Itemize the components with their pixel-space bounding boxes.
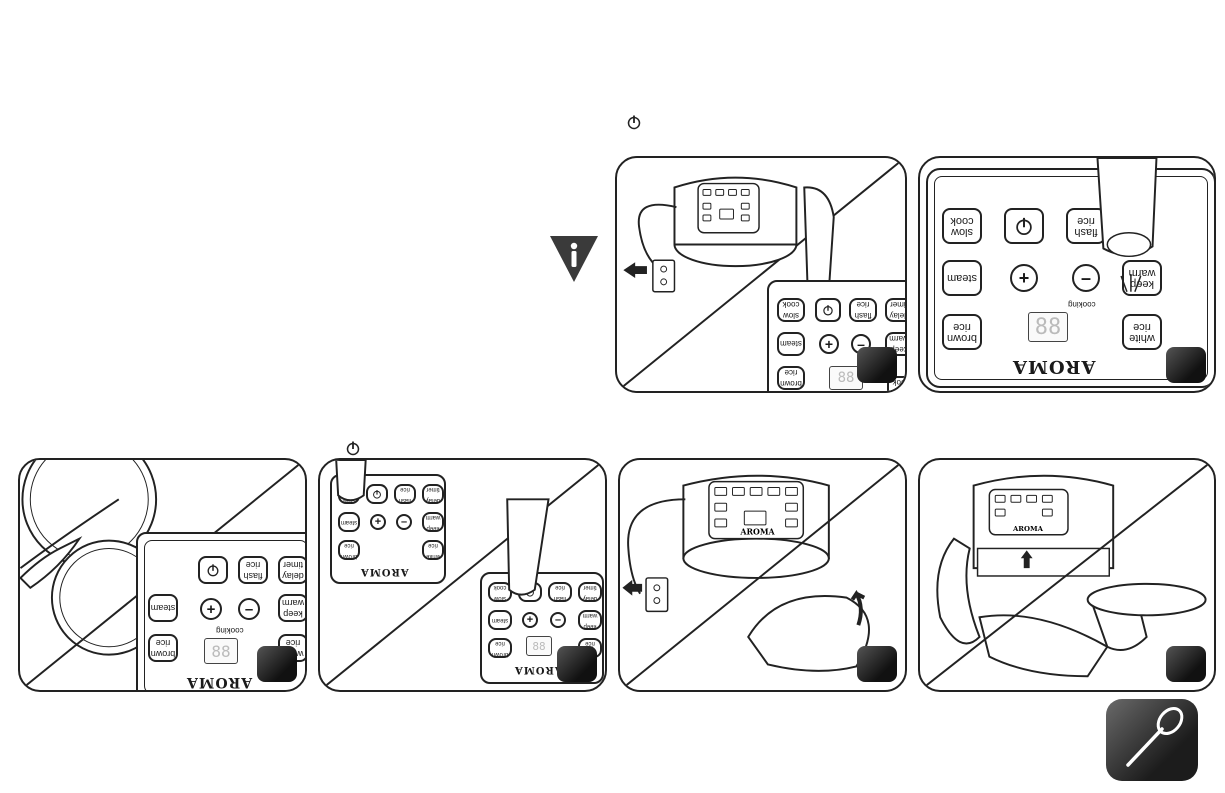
cooking-indicator: cooking [216, 626, 244, 635]
power-icon [346, 441, 360, 456]
step-badge [1166, 347, 1206, 383]
power-icon [823, 305, 833, 316]
step-badge [857, 646, 897, 682]
cooking-indicator: cooking [1068, 300, 1096, 309]
minus-button[interactable]: – [1072, 264, 1100, 292]
power-icon [1016, 217, 1032, 235]
plus-button[interactable]: + [1010, 264, 1038, 292]
power-icon [207, 564, 219, 577]
spoon-icon [1106, 699, 1198, 781]
step-badge [557, 646, 597, 682]
power-icon [526, 587, 534, 597]
steam-button[interactable]: steam [148, 594, 178, 622]
steam-button[interactable]: steam [338, 512, 360, 532]
remove-pot-illustration: AROMA [920, 460, 1214, 690]
plug-in-illustration [617, 158, 905, 391]
digital-display: 88 [1028, 312, 1068, 342]
power-button[interactable] [815, 298, 841, 322]
power-button[interactable] [198, 556, 228, 584]
svg-text:AROMA: AROMA [1012, 525, 1044, 533]
aroma-logo: AROMA [186, 674, 253, 690]
spoon-icon [1126, 706, 1184, 767]
plus-button[interactable]: + [522, 612, 538, 628]
steam-button[interactable]: steam [777, 332, 805, 356]
minus-button[interactable]: – [238, 598, 260, 620]
step-panel-unplug: AROMA [618, 458, 907, 692]
svg-text:AROMA: AROMA [739, 528, 775, 537]
divider-line [320, 460, 605, 690]
minus-button[interactable]: – [550, 612, 566, 628]
digital-display: 88 [526, 636, 552, 656]
unplug-illustration: AROMA [620, 460, 905, 690]
step-badge [257, 646, 297, 682]
info-icon [550, 236, 598, 282]
step-badge [857, 347, 897, 383]
power-button[interactable] [1004, 208, 1044, 244]
power-button[interactable] [518, 582, 542, 602]
minus-button[interactable]: – [396, 514, 412, 530]
aroma-logo: AROMA [1012, 356, 1096, 377]
steam-button[interactable]: steam [488, 610, 512, 630]
step-panel-remove-pot: AROMA [918, 458, 1216, 692]
aroma-logo: AROMA [514, 664, 563, 675]
aroma-logo: AROMA [360, 566, 409, 577]
plus-button[interactable]: + [200, 598, 222, 620]
step-badge [1166, 646, 1206, 682]
power-icon [373, 489, 381, 499]
plus-button[interactable]: + [370, 514, 386, 530]
steam-button[interactable]: steam [942, 260, 982, 296]
power-button[interactable] [366, 484, 388, 504]
plus-button[interactable]: + [819, 334, 839, 354]
power-icon [627, 115, 641, 130]
digital-display: 88 [204, 638, 238, 664]
